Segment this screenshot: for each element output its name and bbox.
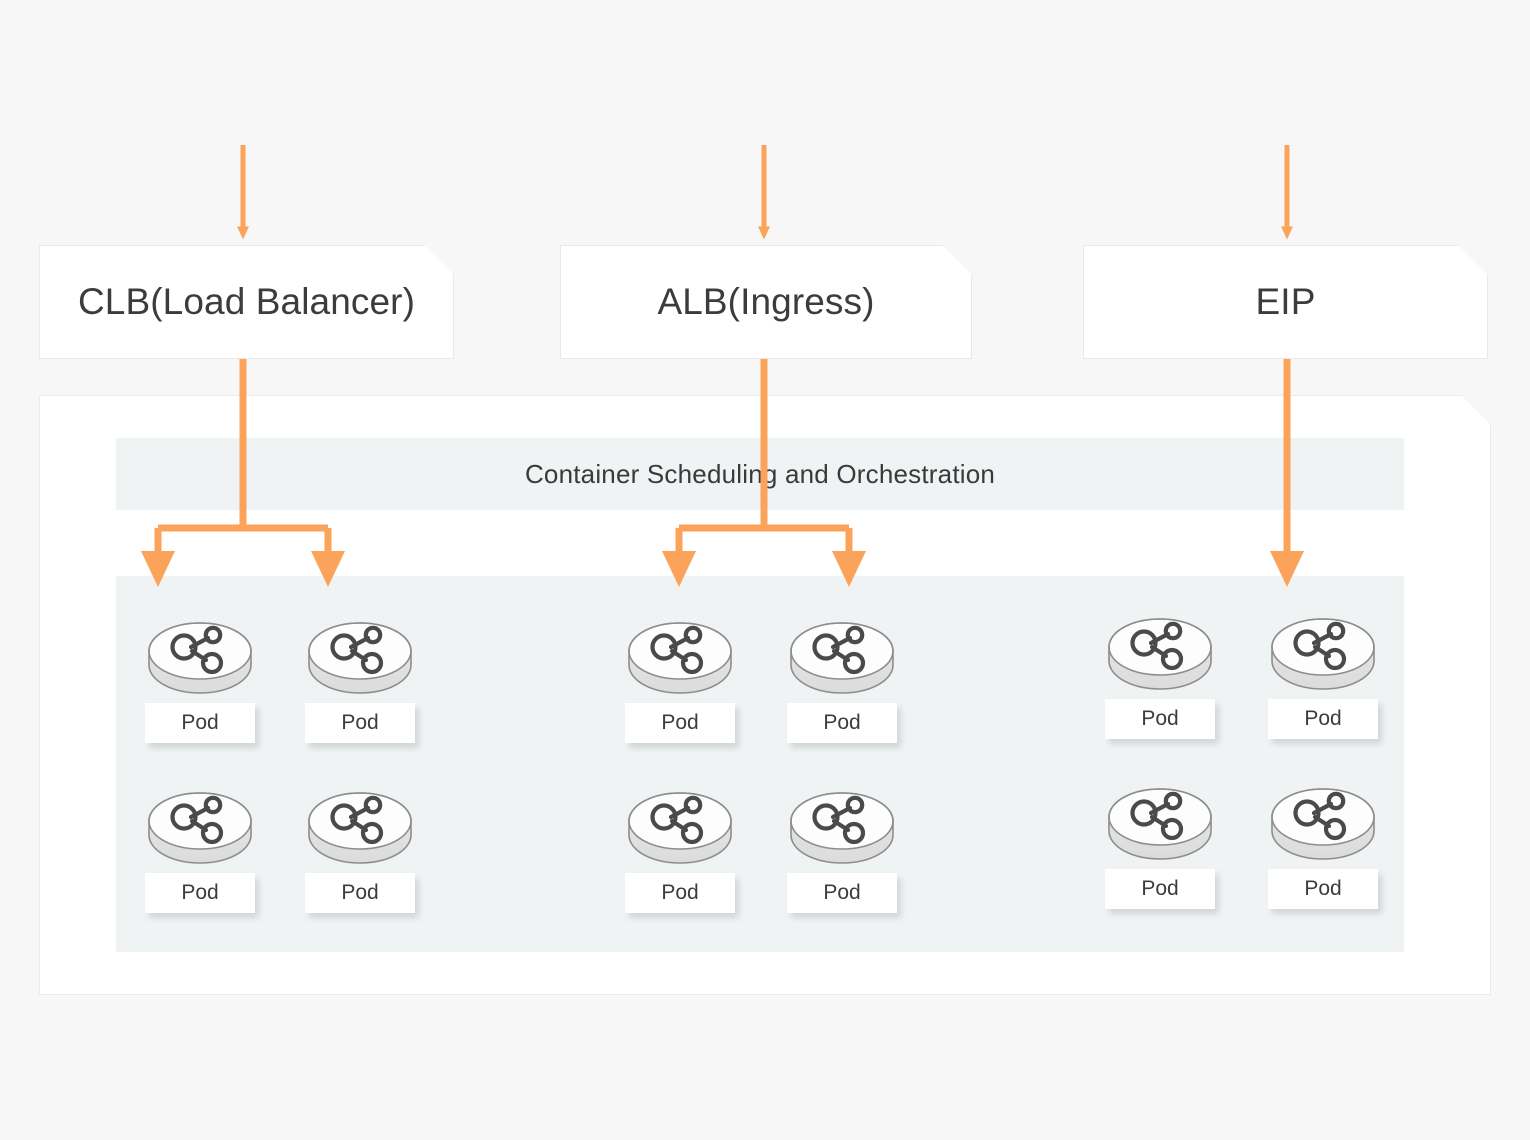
pod-label: Pod: [305, 873, 415, 913]
pod-node-icon: [330, 625, 384, 675]
entity-box-alb[interactable]: ALB(Ingress): [560, 245, 972, 359]
entity-box-clb[interactable]: CLB(Load Balancer): [39, 245, 454, 359]
pod-node-icon: [1293, 621, 1347, 671]
pod-cylinder-icon: [790, 622, 894, 694]
pod-label: Pod: [305, 703, 415, 743]
pod-label: Pod: [625, 703, 735, 743]
pod-node-icon: [1293, 791, 1347, 841]
pod-label: Pod: [1105, 699, 1215, 739]
pod-cylinder: [787, 779, 897, 877]
pod-cylinder-icon: [790, 792, 894, 864]
pod-cylinder-icon: [628, 792, 732, 864]
pod-node[interactable]: Pod: [305, 779, 415, 913]
pod-cylinder: [787, 609, 897, 707]
pod-cylinder-icon: [148, 622, 252, 694]
entity-label-clb: CLB(Load Balancer): [77, 281, 416, 322]
orchestration-label: Container Scheduling and Orchestration: [524, 458, 996, 489]
pod-node-icon: [170, 625, 224, 675]
pod-label: Pod: [1105, 869, 1215, 909]
pod-label: Pod: [787, 873, 897, 913]
entity-box-eip[interactable]: EIP: [1083, 245, 1488, 359]
pod-label: Pod: [625, 873, 735, 913]
pod-cylinder: [1105, 775, 1215, 873]
pod-cylinder: [1268, 775, 1378, 873]
pod-cylinder: [305, 779, 415, 877]
entity-label-alb: ALB(Ingress): [657, 281, 875, 322]
pod-cylinder-icon: [628, 622, 732, 694]
pod-node-icon: [812, 795, 866, 845]
pod-node-icon: [170, 795, 224, 845]
pod-node[interactable]: Pod: [1268, 775, 1378, 909]
pod-label: Pod: [1268, 869, 1378, 909]
pod-node-icon: [1130, 621, 1184, 671]
pod-node-icon: [1130, 791, 1184, 841]
pod-label: Pod: [1268, 699, 1378, 739]
pod-cylinder-icon: [148, 792, 252, 864]
pod-node[interactable]: Pod: [145, 609, 255, 743]
pod-cylinder: [145, 779, 255, 877]
pod-node[interactable]: Pod: [1105, 605, 1215, 739]
pod-cylinder: [625, 779, 735, 877]
pod-node[interactable]: Pod: [1268, 605, 1378, 739]
pod-node[interactable]: Pod: [305, 609, 415, 743]
pod-cylinder-icon: [1271, 788, 1375, 860]
pod-cylinder-icon: [308, 792, 412, 864]
pod-node[interactable]: Pod: [145, 779, 255, 913]
pod-label: Pod: [145, 703, 255, 743]
pod-node[interactable]: Pod: [1105, 775, 1215, 909]
pod-node[interactable]: Pod: [625, 779, 735, 913]
entity-label-eip: EIP: [1255, 281, 1316, 322]
pod-cylinder-icon: [1108, 618, 1212, 690]
pod-cylinder: [1105, 605, 1215, 703]
pod-cylinder: [305, 609, 415, 707]
pod-node[interactable]: Pod: [787, 779, 897, 913]
pod-label: Pod: [787, 703, 897, 743]
orchestration-bar: Container Scheduling and Orchestration: [116, 438, 1404, 510]
pod-label: Pod: [145, 873, 255, 913]
pod-cylinder-icon: [308, 622, 412, 694]
pod-node-icon: [330, 795, 384, 845]
pod-node-icon: [812, 625, 866, 675]
pod-node[interactable]: Pod: [625, 609, 735, 743]
pod-cylinder: [145, 609, 255, 707]
pod-cylinder: [625, 609, 735, 707]
pod-cylinder: [1268, 605, 1378, 703]
pod-node-icon: [650, 625, 704, 675]
pod-node[interactable]: Pod: [787, 609, 897, 743]
pod-cylinder-icon: [1271, 618, 1375, 690]
pod-node-icon: [650, 795, 704, 845]
pod-cylinder-icon: [1108, 788, 1212, 860]
